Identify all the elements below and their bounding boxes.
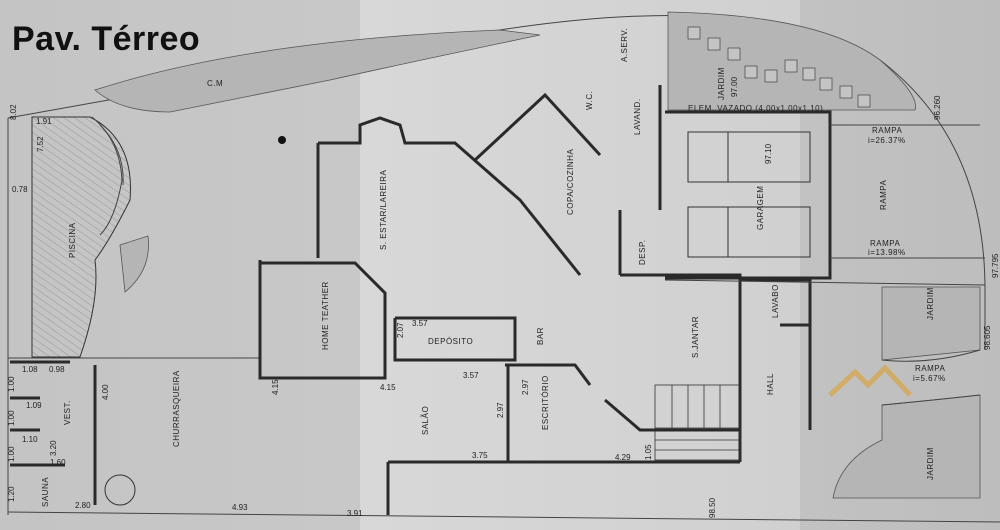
dim-label: 4.15	[271, 379, 280, 395]
label-deposito: DEPÓSITO	[428, 337, 473, 346]
dim-label: 3.20	[49, 440, 58, 456]
level-98-605: 98.605	[983, 325, 992, 350]
hot-tub	[104, 474, 136, 506]
label-jardim-right-1: JARDIM	[926, 287, 935, 320]
label-rampa-1-slope: i=26.37%	[868, 136, 906, 145]
dim-label: 1.20	[7, 486, 16, 502]
label-churrasqueira: CHURRASQUEIRA	[172, 370, 181, 447]
label-rampa-3-slope: i=5.67%	[913, 374, 946, 383]
dim-label: 1.08	[22, 365, 38, 374]
stepping-stones	[687, 26, 871, 108]
lot-bottom	[7, 511, 1000, 523]
label-rampa-2: RAMPA	[870, 239, 901, 248]
dim-label: 1.10	[22, 435, 38, 444]
dim-label: 2.97	[496, 402, 505, 418]
label-home-theater: HOME TEATHER	[321, 281, 330, 350]
dim-label: 1.05	[644, 444, 653, 460]
label-sjantar: S.JANTAR	[691, 316, 700, 358]
dim-label: 4.00	[101, 384, 110, 400]
dim-label: 4.15	[380, 383, 396, 392]
dim-label: 3.75	[472, 451, 488, 460]
dim-label: 3.91	[347, 509, 363, 518]
label-rampa-3: RAMPA	[915, 364, 946, 373]
dim-label: 0.78	[12, 185, 28, 194]
label-rampa-1: RAMPA	[872, 126, 903, 135]
dim-label: 1.60	[50, 458, 66, 467]
level-97-795: 97.795	[991, 253, 1000, 278]
dim-label: 1.00	[7, 446, 16, 462]
label-hall: HALL	[766, 373, 775, 395]
label-piscina: PISCINA	[68, 222, 77, 258]
label-salao: SALÃO	[421, 406, 430, 435]
ramp-3-edges	[881, 349, 981, 406]
column-dot	[278, 136, 286, 144]
dim-label: 2.07	[396, 322, 405, 338]
stairs	[654, 384, 741, 461]
label-aserv: A.SERV.	[620, 28, 629, 62]
dim-label: 2.80	[75, 501, 91, 510]
level-98-50: 98.50	[708, 497, 717, 518]
garage-front	[664, 279, 986, 286]
label-sauna: SAUNA	[41, 477, 50, 507]
label-estar: S. ESTAR/LAREIRA	[379, 170, 388, 250]
dim-label: 2.97	[521, 379, 530, 395]
label-elem-vazado: ELEM. VAZADO (4.00x1.00x1.10)	[688, 104, 823, 113]
dim-label: 1.00	[7, 410, 16, 426]
label-desp: DESP.	[638, 240, 647, 265]
garage-cars	[687, 131, 811, 258]
label-bar: BAR	[536, 327, 545, 345]
label-jardim-right-2: JARDIM	[926, 447, 935, 480]
dim-label: 7.52	[36, 136, 45, 152]
label-lavand: LAVAND.	[633, 98, 642, 135]
label-copa: COPA/COZINHA	[566, 149, 575, 215]
label-garagem: GARAGEM	[756, 186, 765, 230]
label-lavabo: LAVABO	[771, 284, 780, 318]
walls	[10, 85, 832, 515]
level-96-260: 96.260	[933, 95, 942, 120]
label-escritorio: ESCRITÓRIO	[541, 375, 550, 430]
level-jardim-top: 97.00	[730, 76, 739, 97]
label-rampa-2-slope: i=13.98%	[868, 248, 906, 257]
dimension-labels: 8.02 1.91 7.52 0.78 1.08 0.98 1.00 1.09 …	[7, 104, 653, 518]
dim-label: 0.98	[49, 365, 65, 374]
label-jardim-top: JARDIM	[717, 67, 726, 100]
page-title: Pav. Térreo	[12, 20, 201, 58]
watermark-logo	[828, 364, 912, 397]
label-rampa-mid: RAMPA	[879, 179, 888, 210]
pool-step-2	[99, 124, 124, 186]
dim-label: 3.57	[412, 319, 428, 328]
dim-label: 1.91	[36, 117, 52, 126]
label-cm: C.M	[207, 79, 223, 88]
garden-strip-top	[94, 29, 541, 113]
dim-label: 3.57	[463, 371, 479, 380]
dim-label: 1.09	[26, 401, 42, 410]
dim-label: 8.02	[9, 104, 18, 120]
dim-label: 4.29	[615, 453, 631, 462]
dim-label: 4.93	[232, 503, 248, 512]
label-wc: W.C.	[585, 91, 594, 110]
pool	[31, 116, 131, 358]
dim-label: 1.00	[7, 376, 16, 392]
planter	[119, 235, 149, 293]
label-vest: VEST.	[63, 400, 72, 425]
level-garagem: 97.10	[764, 143, 773, 164]
